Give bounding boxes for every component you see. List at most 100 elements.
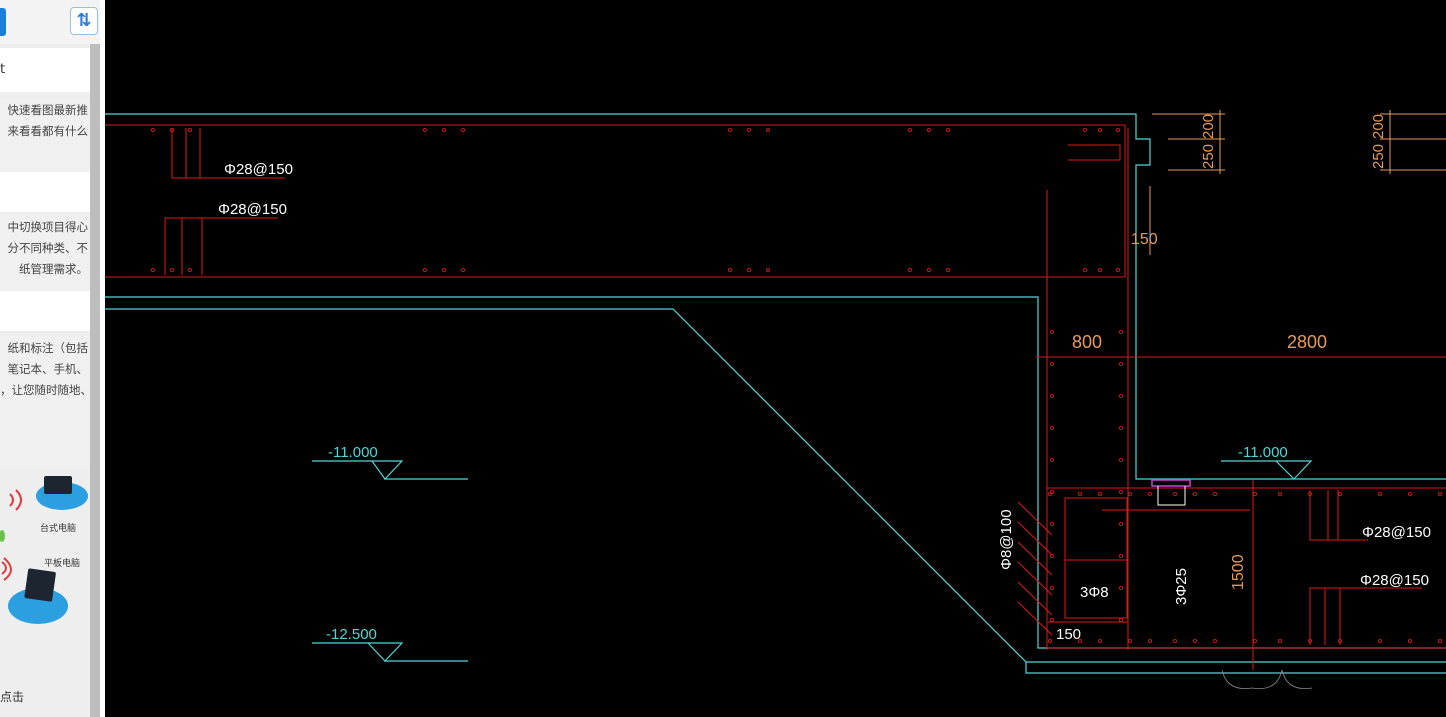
dim-label: 250 xyxy=(1200,144,1217,169)
rebar-dot xyxy=(1338,491,1343,496)
rebar-layer xyxy=(105,124,1446,670)
annotation-text: Φ28@150 Φ28@150 Φ28@150 Φ28@150 3Φ8 150 … xyxy=(218,114,1431,643)
sidebar-footer-text[interactable]: 点击 xyxy=(0,690,25,704)
rebar-dots xyxy=(150,127,1443,644)
rebar-dot xyxy=(1050,554,1055,559)
rebar-dot xyxy=(1119,393,1124,398)
elev-marker-3 xyxy=(1221,460,1313,480)
rebar-dot xyxy=(1050,361,1055,366)
section-divider xyxy=(0,291,90,331)
rebar-dot xyxy=(1050,489,1055,494)
waterstop xyxy=(1151,479,1191,487)
rebar-dot xyxy=(1173,639,1178,644)
rebar-dot xyxy=(1193,491,1198,496)
rebar-dot xyxy=(1119,425,1124,430)
desktop-icon xyxy=(44,476,72,494)
rebar-dot xyxy=(1308,639,1313,644)
break-line xyxy=(1221,669,1313,689)
promo-line: 分不同种类、不 xyxy=(7,241,89,255)
leader-right-1 xyxy=(1309,490,1368,541)
rebar-label: Φ28@150 xyxy=(224,161,293,178)
rebar-dot xyxy=(1119,361,1124,366)
panel-edge xyxy=(100,0,105,717)
tablet-label: 平板电脑 xyxy=(44,559,81,569)
rebar-dot xyxy=(1173,491,1178,496)
rebar-dot xyxy=(1098,127,1103,132)
rebar-dot xyxy=(1098,267,1103,272)
rebar-dot xyxy=(1119,522,1124,527)
rebar-dot xyxy=(1050,393,1055,398)
rebar-dot xyxy=(1338,639,1343,644)
rebar-dot xyxy=(1078,639,1083,644)
rebar-dot xyxy=(1119,457,1124,462)
rebar-dot xyxy=(1050,457,1055,462)
sidebar-active-tab[interactable] xyxy=(0,8,6,36)
dim-label: 200 xyxy=(1370,114,1387,139)
rebar-dot xyxy=(1253,491,1258,496)
rebar-dot xyxy=(460,127,465,132)
dim-label: 200 xyxy=(1200,114,1217,139)
sidebar-header-label: t xyxy=(0,62,6,77)
rebar-dot xyxy=(1116,127,1121,132)
dim-label: 800 xyxy=(1072,332,1102,352)
cad-drawing[interactable]: Φ28@150 Φ28@150 Φ28@150 Φ28@150 3Φ8 150 … xyxy=(105,0,1446,717)
dim-label: 2800 xyxy=(1287,332,1327,352)
rebar-dot xyxy=(422,267,427,272)
cloud-icon xyxy=(8,588,68,624)
rebar-label: Φ28@150 xyxy=(1362,524,1431,541)
sidebar-panel: ⇅ t 快速看图最新推 来看看都有什么 中切换项目得心 分不同种类、不 纸管理需… xyxy=(0,0,105,717)
stirrup-leader xyxy=(1017,541,1053,576)
tablet-icon xyxy=(24,568,56,602)
rebar-dot xyxy=(441,267,446,272)
cad-canvas[interactable]: Φ28@150 Φ28@150 Φ28@150 Φ28@150 3Φ8 150 … xyxy=(105,0,1446,717)
rebar-dot xyxy=(1083,267,1088,272)
rebar-dot xyxy=(1116,267,1121,272)
rebar-dot xyxy=(1278,491,1283,496)
device-illustration xyxy=(0,476,88,624)
cut-detail xyxy=(1157,486,1186,506)
rebar-dot xyxy=(187,267,192,272)
dim-label: 150 xyxy=(1056,626,1081,643)
rebar-dot xyxy=(927,267,932,272)
promo-line: 来看看都有什么 xyxy=(7,124,89,138)
rebar-dot xyxy=(946,127,951,132)
rebar-dot xyxy=(150,267,155,272)
rebar-dot xyxy=(1308,491,1313,496)
rebar-dot xyxy=(766,267,771,272)
elev-marker-1 xyxy=(312,460,468,480)
rebar-dot xyxy=(1278,639,1283,644)
rebar-dot xyxy=(728,127,733,132)
rebar-dot xyxy=(1048,491,1053,496)
rebar-dot xyxy=(766,127,771,132)
rebar-dot xyxy=(422,127,427,132)
rebar-dot xyxy=(1119,618,1124,623)
hook-bar xyxy=(1068,144,1121,161)
promo-line: 纸管理需求。 xyxy=(19,262,88,276)
rebar-label: Φ28@150 xyxy=(1360,572,1429,589)
rebar-dot xyxy=(1050,522,1055,527)
rebar-dot xyxy=(1148,639,1153,644)
rebar-dot xyxy=(1119,489,1124,494)
leader-right-2 xyxy=(1309,587,1422,645)
rebar-dot xyxy=(1213,491,1218,496)
rebar-dot xyxy=(1083,127,1088,132)
leaf-icon xyxy=(0,530,5,542)
rebar-dot xyxy=(908,267,913,272)
sync-icon[interactable]: ⇅ xyxy=(70,7,98,35)
rebar-dot xyxy=(1050,425,1055,430)
outline-top xyxy=(105,113,1446,480)
beam-stirrup xyxy=(1064,497,1128,619)
rebar-dot xyxy=(1408,491,1413,496)
rebar-dot xyxy=(1378,491,1383,496)
elev-marker-2 xyxy=(312,642,468,662)
rebar-dot xyxy=(1050,618,1055,623)
promo-section-1: 快速看图最新推 来看看都有什么 xyxy=(0,98,90,174)
dim-label: 150 xyxy=(1131,231,1158,248)
promo-line: 笔记本、手机、 xyxy=(7,362,89,376)
promo-line: 快速看图最新推 xyxy=(7,103,89,117)
rebar-dot xyxy=(1048,639,1053,644)
scrollbar[interactable] xyxy=(90,44,100,717)
rebar-dot xyxy=(1213,639,1218,644)
stirrup-leader xyxy=(1017,501,1053,536)
promo-section-3: 纸和标注（包括 笔记本、手机、 ，让您随时随地、 xyxy=(0,336,90,468)
